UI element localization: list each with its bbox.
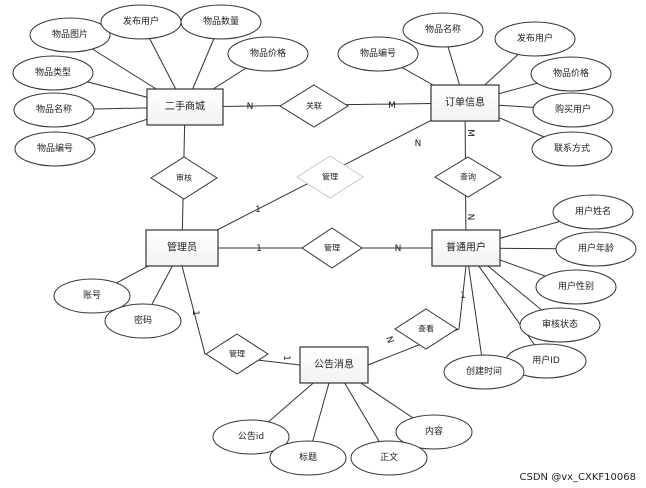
cardinality-admin_manage_user: 1 (256, 244, 262, 254)
relationship-manage_order-diamond (296, 155, 364, 199)
entity-user-label: 普通用户 (446, 241, 486, 254)
attribute-mall-3-label: 物品价格 (250, 47, 286, 59)
relationship-manage_user-label: 管理 (324, 243, 340, 253)
attribute-mall-6-label: 物品编号 (37, 142, 73, 154)
relationship-manage_notice-diamond (205, 333, 269, 375)
attribute-admin-1-label: 密码 (134, 314, 152, 326)
entity-mall-box (146, 88, 224, 126)
attribute-user-3-label: 审核状态 (542, 318, 578, 330)
attribute-notice-2-label: 标题 (299, 451, 317, 463)
cardinality-admin_notice: 1 (190, 310, 200, 316)
attribute-admin-0-label: 账号 (83, 290, 101, 301)
attribute-mall-4-label: 物品类型 (35, 66, 71, 78)
cardinality-manage_user_user: N (395, 244, 402, 254)
attribute-user-4-label: 用户ID (532, 354, 560, 366)
cardinality-user_check: 1 (460, 291, 466, 301)
diagram-shapes: 二手商城订单信息管理员普通用户公告消息关联审核管理管理查询管理查看物品图片发布用… (12, 4, 637, 476)
relationship-check-label: 查看 (418, 324, 434, 334)
attribute-user-0-ellipse (552, 194, 634, 230)
attribute-mall-0-label: 物品图片 (52, 28, 88, 40)
attribute-notice-1-label: 内容 (425, 425, 443, 437)
relationship-assoc-label: 关联 (306, 101, 322, 111)
attribute-order-2-ellipse (494, 21, 576, 57)
attribute-notice-3-ellipse (350, 440, 428, 476)
attribute-user-5-ellipse (443, 354, 525, 390)
attribute-link-user-5 (465, 247, 485, 373)
attribute-user-2-ellipse (535, 269, 617, 305)
attribute-user-1-ellipse (555, 231, 637, 267)
attribute-user-0-label: 用户姓名 (575, 205, 611, 217)
attribute-notice-1-ellipse (395, 414, 473, 450)
relationship-query-diamond (434, 156, 502, 198)
cardinality-mall_assoc: N (247, 102, 254, 112)
attribute-mall-3-ellipse (227, 36, 309, 72)
attribute-order-4-ellipse (532, 92, 614, 128)
attribute-admin-0-ellipse (53, 278, 131, 314)
attribute-mall-1-label: 发布用户 (123, 15, 159, 27)
entity-order-label: 订单信息 (445, 96, 485, 109)
attribute-order-2-label: 发布用户 (517, 32, 553, 44)
relationship-manage_user-diamond (301, 227, 363, 269)
attribute-mall-0-ellipse (29, 17, 111, 53)
relationship-review-label: 审核 (176, 173, 192, 183)
relationship-manage_notice-label: 管理 (229, 349, 245, 359)
cardinality-order_query: M (465, 129, 475, 137)
attribute-mall-5-label: 物品名称 (36, 103, 72, 115)
attribute-order-3-ellipse (530, 56, 612, 92)
cardinality-query_user: N (465, 214, 475, 221)
attribute-mall-6-ellipse (14, 131, 96, 167)
attribute-order-1-label: 物品编号 (360, 47, 396, 59)
entity-admin-label: 管理员 (167, 241, 197, 254)
attribute-notice-0-label: 公告id (238, 430, 264, 442)
attribute-link-user-4 (465, 247, 547, 362)
attribute-order-0-ellipse (402, 12, 484, 48)
attribute-order-5-ellipse (531, 131, 613, 167)
attribute-order-3-label: 物品价格 (553, 67, 589, 79)
relationship-manage_order-label: 管理 (322, 172, 338, 182)
cardinality-admin_manage_order: 1 (255, 205, 261, 215)
relationship-review-diamond (150, 156, 218, 200)
attribute-order-4-label: 购买用户 (555, 103, 591, 115)
attribute-mall-2-label: 物品数量 (203, 15, 239, 27)
attribute-user-2-label: 用户性别 (558, 280, 594, 292)
cardinality-notice_line_tick: 1 (281, 355, 291, 361)
cardinality-assoc_order: M (388, 101, 396, 111)
entity-notice-box (299, 346, 369, 384)
attribute-notice-0-ellipse (212, 419, 290, 455)
attribute-user-3-ellipse (519, 307, 601, 343)
entity-order-box (430, 84, 500, 122)
entity-user-box (431, 229, 501, 267)
attribute-admin-1-ellipse (104, 303, 182, 339)
attribute-mall-4-ellipse (12, 55, 94, 91)
relationship-check-diamond (394, 308, 458, 350)
attribute-user-5-label: 创建时间 (466, 365, 502, 377)
entity-admin-box (145, 229, 219, 267)
attribute-notice-3-label: 正文 (380, 451, 398, 463)
entity-mall-label: 二手商城 (165, 100, 205, 113)
entity-notice-label: 公告消息 (314, 358, 354, 371)
attribute-mall-2-ellipse (180, 4, 262, 40)
watermark: CSDN @vx_CXKF10068 (520, 472, 636, 483)
attribute-order-0-label: 物品名称 (425, 23, 461, 35)
attribute-order-5-label: 联系方式 (554, 142, 590, 154)
attribute-user-1-label: 用户年龄 (578, 242, 614, 254)
attribute-notice-2-ellipse (269, 440, 347, 476)
attribute-mall-5-ellipse (13, 92, 95, 128)
link-admin-manage-notice-a (181, 265, 206, 355)
attribute-order-1-ellipse (337, 36, 419, 72)
link-user-check-a (458, 265, 467, 330)
cardinality-manage_order_order: N (415, 139, 422, 149)
cardinality-check_notice: N (383, 335, 395, 345)
relationship-assoc-diamond (279, 84, 349, 128)
relationship-query-label: 查询 (460, 172, 476, 182)
